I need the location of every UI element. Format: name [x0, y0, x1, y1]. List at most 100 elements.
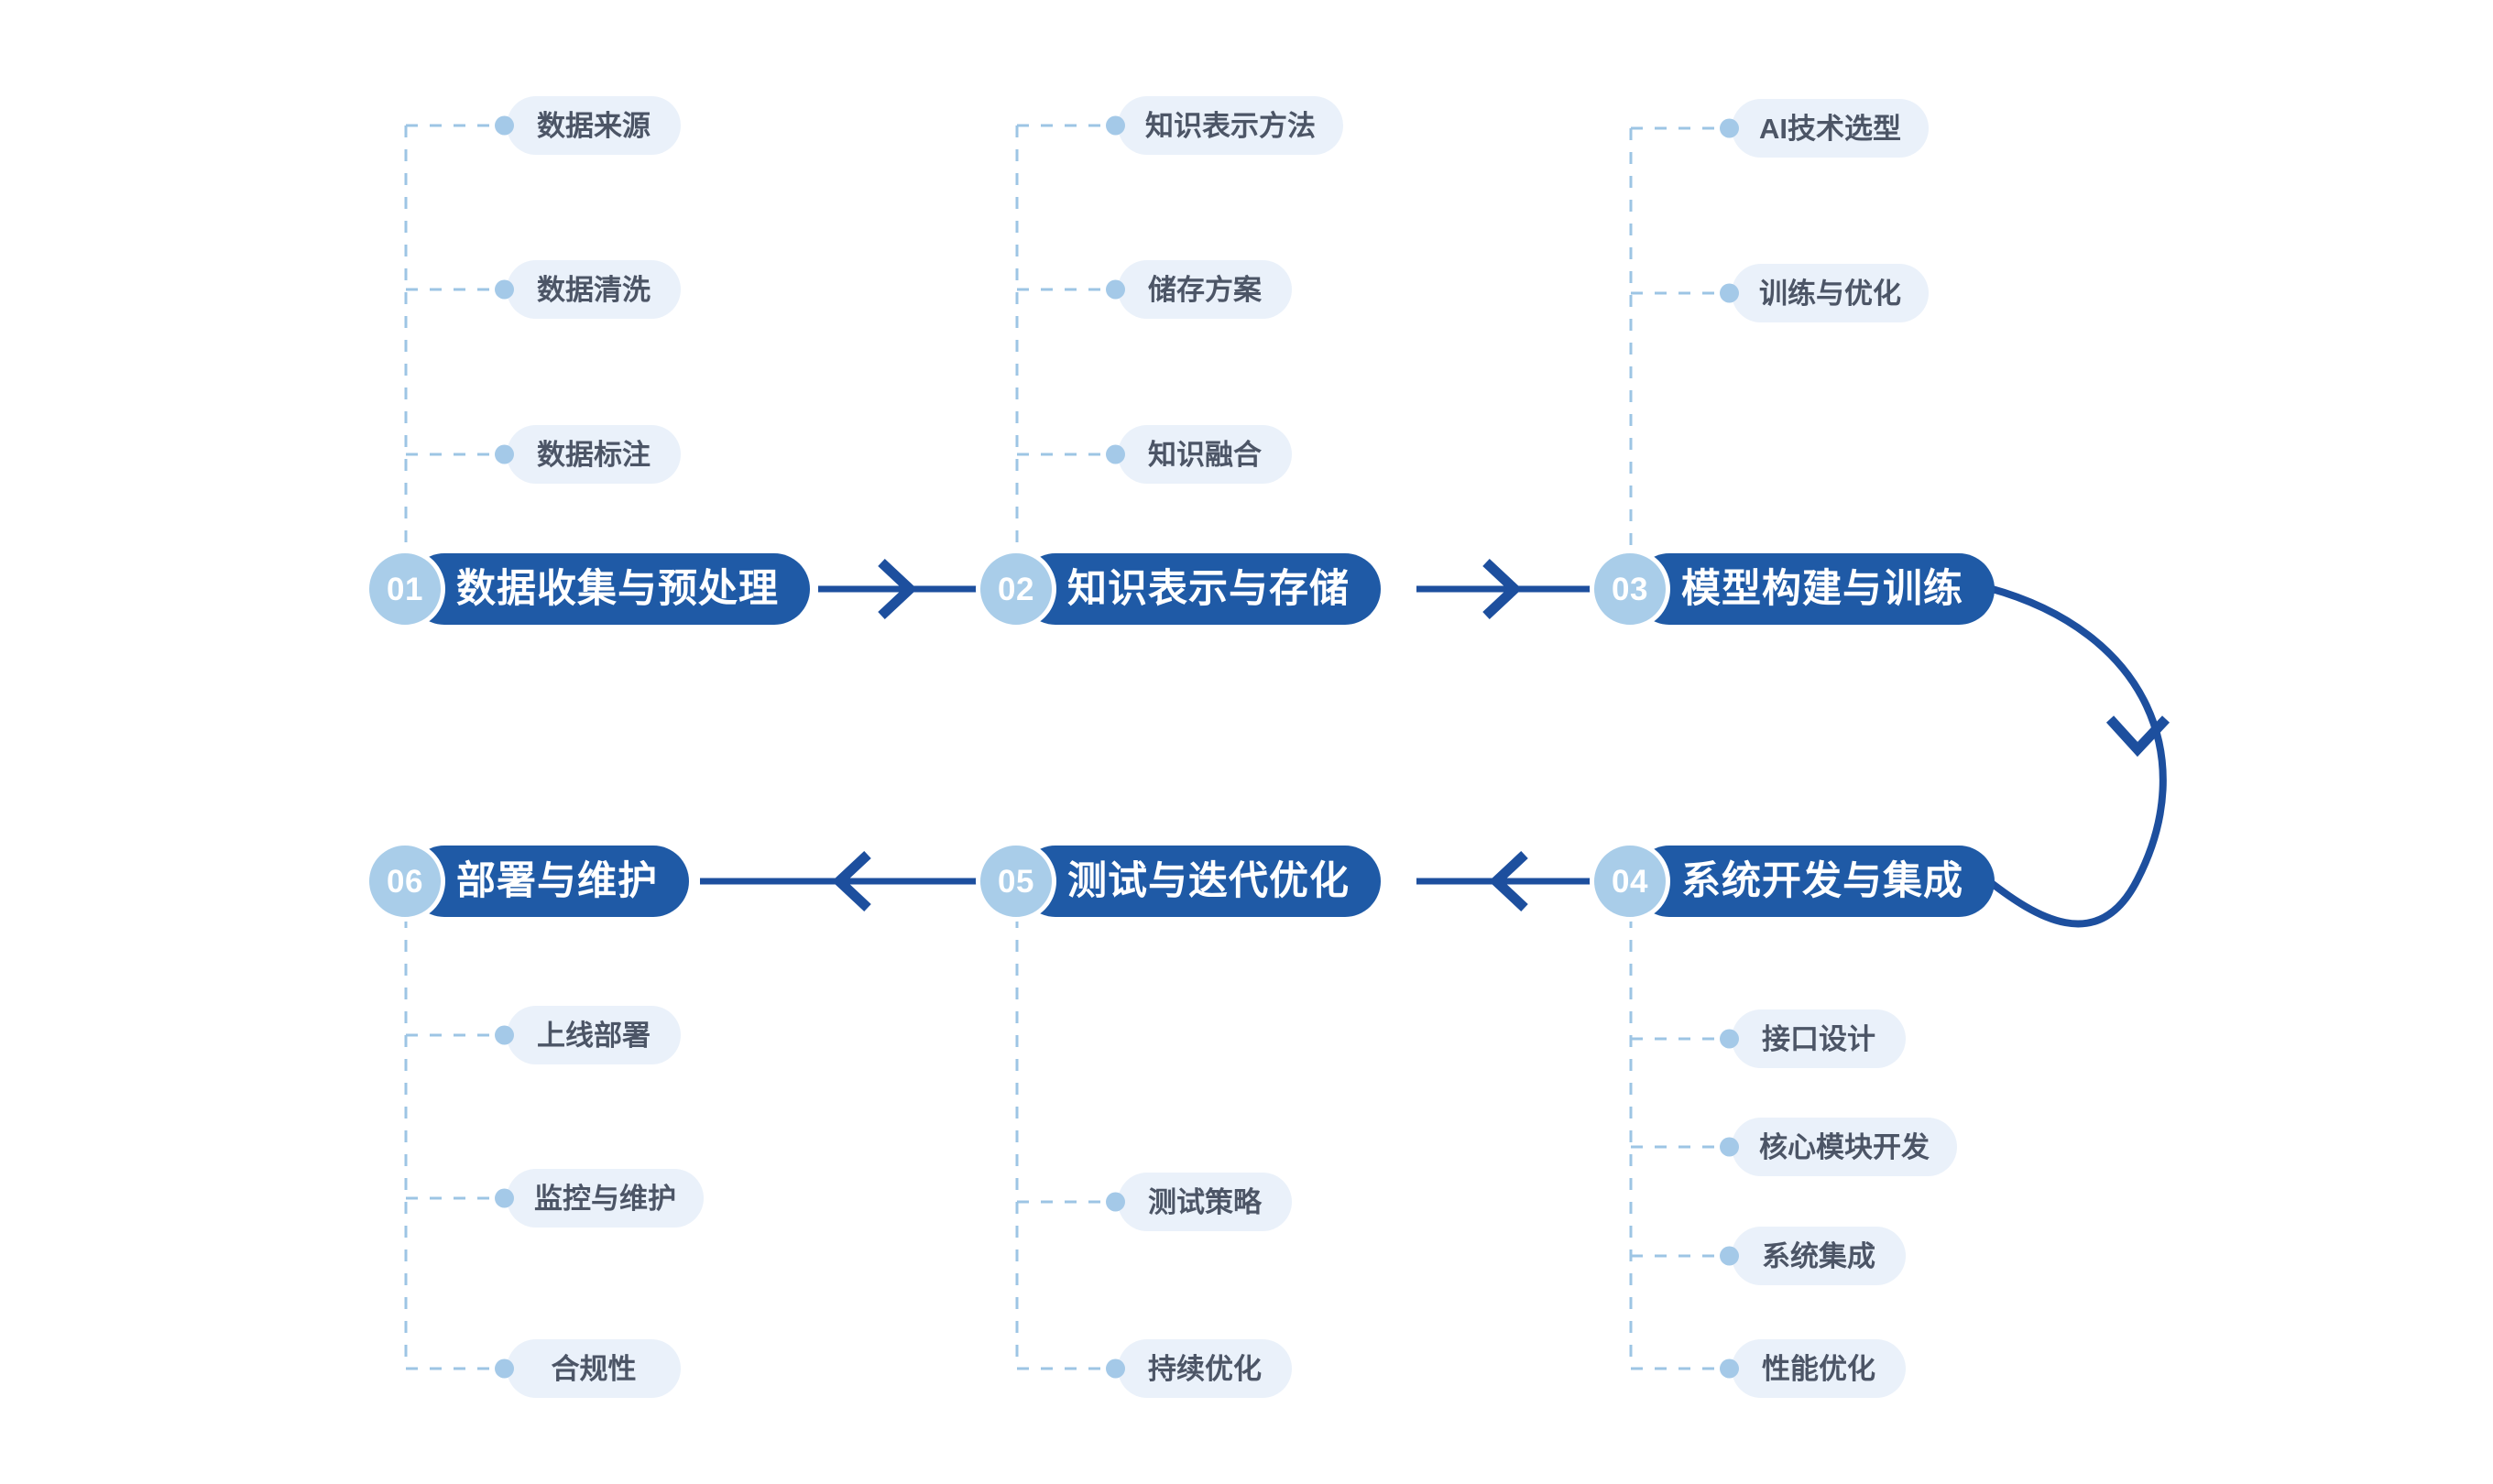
sub-label-03-1: AI技术选型: [1759, 112, 1901, 145]
arrowhead-left: [1488, 850, 1528, 912]
sub-item-04-3[interactable]: 系统集成: [1720, 1227, 1906, 1285]
stage-number-06: 06: [387, 863, 423, 900]
stage-pill-04[interactable]: 系统开发与集成: [1634, 846, 1995, 917]
stage-pill-03[interactable]: 模型构建与训练: [1634, 553, 1995, 625]
sub-label-04-1: 接口设计: [1762, 1022, 1875, 1055]
stage-badge-02: 02: [976, 549, 1056, 629]
sub-item-01-3[interactable]: 数据标注: [495, 425, 681, 484]
arrowhead-left: [831, 850, 871, 912]
sub-item-05-1[interactable]: 测试策略: [1106, 1173, 1292, 1231]
stage-pill-06[interactable]: 部署与维护: [409, 846, 689, 917]
sub-label-04-2: 核心模块开发: [1759, 1130, 1930, 1163]
sub-pill-06-1[interactable]: 上线部署: [507, 1006, 681, 1064]
sub-pill-02-3[interactable]: 知识融合: [1118, 425, 1292, 484]
sub-item-06-1[interactable]: 上线部署: [495, 1006, 681, 1064]
sub-label-04-3: 系统集成: [1762, 1239, 1875, 1272]
sub-label-04-4: 性能优化: [1762, 1352, 1875, 1385]
bullet-dot-icon: [495, 1359, 514, 1379]
arrowhead-right: [878, 558, 918, 620]
stage-number-02: 02: [998, 571, 1034, 607]
sub-pill-01-3[interactable]: 数据标注: [507, 425, 681, 484]
stage-number-03: 03: [1612, 571, 1648, 607]
stage-pill-01[interactable]: 数据收集与预处理: [409, 553, 810, 625]
arrow-04-to-05: [1416, 850, 1619, 912]
sub-label-06-2: 监控与维护: [534, 1182, 676, 1215]
bullet-dot-icon: [495, 279, 514, 300]
sub-pill-04-1[interactable]: 接口设计: [1732, 1009, 1906, 1068]
sub-label-03-2: 训练与优化: [1759, 277, 1901, 310]
bullet-dot-icon: [1720, 1137, 1739, 1157]
arrow-03-to-04-curve: [1986, 584, 2170, 928]
sub-pill-06-2[interactable]: 监控与维护: [507, 1169, 704, 1228]
sub-pill-01-2[interactable]: 数据清洗: [507, 260, 681, 319]
stage-number-01: 01: [387, 571, 423, 607]
bullet-dot-icon: [1720, 283, 1739, 303]
dashed-tree-stage-01: [404, 124, 495, 550]
stage-pill-02[interactable]: 知识表示与存储: [1020, 553, 1381, 625]
sub-label-02-2: 储存方案: [1148, 273, 1262, 306]
bullet-dot-icon: [495, 1025, 514, 1045]
sub-pill-04-2[interactable]: 核心模块开发: [1732, 1118, 1957, 1176]
dashed-tree-stage-04: [1629, 916, 1720, 1370]
stage-label-04: 系统开发与集成: [1681, 858, 1963, 903]
sub-item-02-1[interactable]: 知识表示方法: [1106, 96, 1343, 155]
stage-badge-06: 06: [365, 841, 445, 922]
sub-label-05-2: 持续优化: [1148, 1352, 1262, 1385]
bullet-dot-icon: [1106, 115, 1125, 136]
sub-label-06-1: 上线部署: [537, 1019, 651, 1052]
sub-pill-04-3[interactable]: 系统集成: [1732, 1227, 1906, 1285]
sub-label-01-2: 数据清洗: [537, 273, 651, 306]
sub-item-03-2[interactable]: 训练与优化: [1720, 264, 1929, 322]
bullet-dot-icon: [1106, 1192, 1125, 1212]
dashed-tree-stage-06: [404, 916, 495, 1370]
bullet-dot-icon: [1106, 1359, 1125, 1379]
bullet-dot-icon: [495, 444, 514, 464]
dashed-tree-stage-05: [1015, 916, 1106, 1370]
stage-label-01: 数据收集与预处理: [456, 566, 779, 611]
arrow-02-to-03: [1416, 558, 1619, 620]
sub-item-04-4[interactable]: 性能优化: [1720, 1339, 1906, 1398]
sub-label-01-1: 数据来源: [537, 109, 651, 142]
stage-pill-05[interactable]: 测试与迭代优化: [1020, 846, 1381, 917]
arrowhead-right: [1482, 558, 1523, 620]
bullet-dot-icon: [495, 115, 514, 136]
stage-number-04: 04: [1612, 863, 1648, 900]
bullet-dot-icon: [1106, 279, 1125, 300]
bullet-dot-icon: [1106, 444, 1125, 464]
sub-pill-02-2[interactable]: 储存方案: [1118, 260, 1292, 319]
stage-badge-04: 04: [1590, 841, 1670, 922]
sub-item-02-3[interactable]: 知识融合: [1106, 425, 1292, 484]
sub-pill-05-1[interactable]: 测试策略: [1118, 1173, 1292, 1231]
dashed-tree-stage-03: [1629, 126, 1720, 550]
stage-badge-05: 05: [976, 841, 1056, 922]
sub-item-06-3[interactable]: 合规性: [495, 1339, 681, 1398]
stage-number-05: 05: [998, 863, 1034, 900]
bullet-dot-icon: [495, 1188, 514, 1208]
sub-pill-06-3[interactable]: 合规性: [507, 1339, 681, 1398]
sub-item-06-2[interactable]: 监控与维护: [495, 1169, 704, 1228]
sub-pill-03-2[interactable]: 训练与优化: [1732, 264, 1929, 322]
sub-pill-01-1[interactable]: 数据来源: [507, 96, 681, 155]
sub-label-01-3: 数据标注: [537, 438, 651, 471]
stage-badge-03: 03: [1590, 549, 1670, 629]
sub-item-04-2[interactable]: 核心模块开发: [1720, 1118, 1957, 1176]
sub-pill-03-1[interactable]: AI技术选型: [1732, 99, 1929, 158]
bullet-dot-icon: [1720, 1246, 1739, 1266]
stage-label-05: 测试与迭代优化: [1067, 858, 1350, 903]
sub-label-06-3: 合规性: [551, 1352, 637, 1385]
sub-item-01-1[interactable]: 数据来源: [495, 96, 681, 155]
sub-item-01-2[interactable]: 数据清洗: [495, 260, 681, 319]
sub-item-02-2[interactable]: 储存方案: [1106, 260, 1292, 319]
stage-badge-01: 01: [365, 549, 445, 629]
sub-pill-05-2[interactable]: 持续优化: [1118, 1339, 1292, 1398]
sub-label-02-3: 知识融合: [1148, 438, 1262, 471]
sub-pill-02-1[interactable]: 知识表示方法: [1118, 96, 1343, 155]
stage-label-06: 部署与维护: [456, 858, 658, 903]
sub-item-04-1[interactable]: 接口设计: [1720, 1009, 1906, 1068]
sub-item-03-1[interactable]: AI技术选型: [1720, 99, 1929, 158]
sub-pill-04-4[interactable]: 性能优化: [1732, 1339, 1906, 1398]
arrowhead-down: [2105, 715, 2170, 758]
sub-item-05-2[interactable]: 持续优化: [1106, 1339, 1292, 1398]
